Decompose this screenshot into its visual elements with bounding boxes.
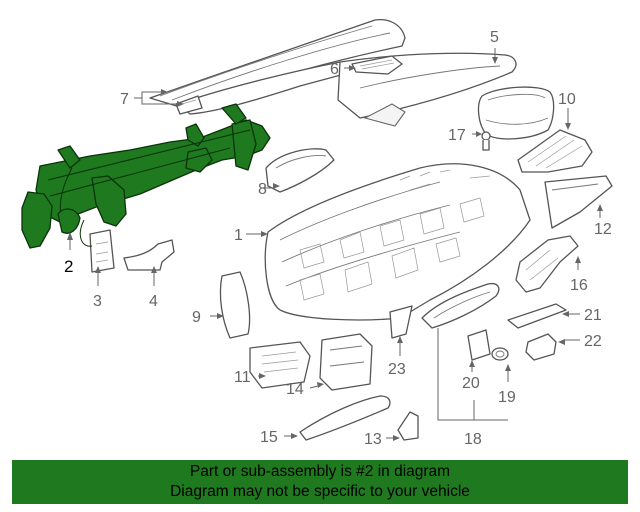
callout-19: 19 <box>498 389 516 406</box>
callout-12: 12 <box>594 221 612 238</box>
part-21-trim-strip[interactable] <box>507 303 567 329</box>
part-13-bracket[interactable] <box>397 411 419 441</box>
part-16-bracket[interactable] <box>515 235 579 293</box>
part-19-fastener[interactable] <box>491 347 509 361</box>
part-11-switch-bezel[interactable] <box>249 341 311 389</box>
part-10-passenger-airbag[interactable] <box>477 86 555 140</box>
part-8-cover[interactable] <box>265 148 335 193</box>
part-3-bracket[interactable] <box>89 229 115 273</box>
callout-15: 15 <box>260 429 278 446</box>
banner-line-2: Diagram may not be specific to your vehi… <box>170 483 470 500</box>
callout-4: 4 <box>149 293 158 310</box>
part-15-lower-trim[interactable] <box>299 395 391 441</box>
callout-6: 6 <box>330 61 339 78</box>
callout-8: 8 <box>258 181 267 198</box>
leader-lines <box>67 48 603 441</box>
callout-18: 18 <box>464 431 482 448</box>
part-6-defroster-grille[interactable] <box>351 55 403 75</box>
callout-5: 5 <box>490 29 499 46</box>
part-17-bolt[interactable] <box>481 131 491 151</box>
callout-13: 13 <box>364 431 382 448</box>
banner-line-1: Part or sub-assembly is #2 in diagram <box>189 463 451 480</box>
callout-3: 3 <box>93 293 102 310</box>
callout-20: 20 <box>462 375 480 392</box>
callout-7: 7 <box>120 91 129 108</box>
callout-22: 22 <box>584 333 602 350</box>
callout-2: 2 <box>64 257 73 276</box>
part-7-vent-strip[interactable] <box>175 95 203 115</box>
part-14-column-cover[interactable] <box>319 333 373 391</box>
callout-14: 14 <box>286 381 304 398</box>
part-1-instrument-panel[interactable] <box>264 163 531 321</box>
callout-labels: 1 2 3 4 5 6 7 8 9 10 11 12 13 14 15 16 1… <box>64 29 612 448</box>
part-2-cross-car-beam[interactable] <box>21 103 271 249</box>
part-18-lower-panel[interactable] <box>421 282 500 329</box>
part-4-support-bracket[interactable] <box>123 239 175 271</box>
callout-1: 1 <box>234 227 243 244</box>
callout-16: 16 <box>570 277 588 294</box>
highlight-notice-banner: Part or sub-assembly is #2 in diagram Di… <box>12 460 628 504</box>
callout-9: 9 <box>192 309 201 326</box>
part-12-end-panel[interactable] <box>544 175 613 229</box>
part-9-end-cap[interactable] <box>219 271 251 339</box>
part-20-knob[interactable] <box>467 329 491 361</box>
callout-21: 21 <box>584 307 602 324</box>
callout-11: 11 <box>234 369 251 386</box>
part-10-bracket[interactable] <box>517 129 593 173</box>
part-23-trim[interactable] <box>389 305 413 339</box>
part-22-switch[interactable] <box>525 333 557 361</box>
callout-10: 10 <box>558 91 576 108</box>
parts-diagram: 1 2 3 4 5 6 7 8 9 10 11 12 13 14 15 16 1… <box>21 19 613 448</box>
callout-23: 23 <box>388 361 406 378</box>
callout-17: 17 <box>448 127 466 144</box>
